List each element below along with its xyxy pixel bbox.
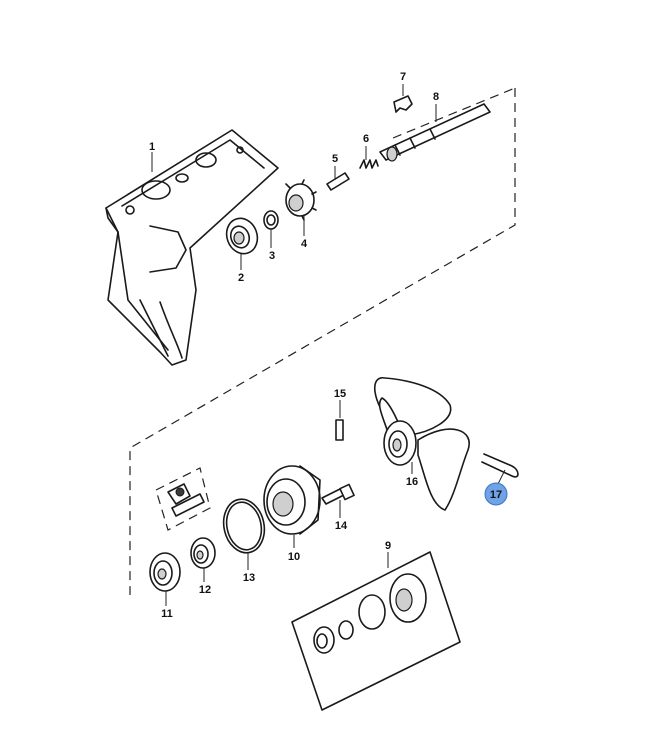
part-7-clip[interactable] xyxy=(393,95,413,113)
callout-4: 4 xyxy=(301,238,308,250)
part-17-cotter-pin[interactable] xyxy=(481,453,519,478)
part-12-bearing[interactable] xyxy=(190,537,216,569)
callout-17: 17 xyxy=(490,489,502,501)
callout-16: 16 xyxy=(406,476,418,488)
callout-13: 13 xyxy=(243,572,255,584)
callout-15: 15 xyxy=(334,388,346,400)
callout-11: 11 xyxy=(161,608,173,620)
part-4-pinion-gear[interactable] xyxy=(285,179,317,221)
callout-7: 7 xyxy=(400,71,406,83)
part-6-spring[interactable] xyxy=(359,159,379,169)
part-13-o-ring[interactable] xyxy=(219,495,269,556)
part-15-pin[interactable] xyxy=(335,419,344,441)
part-10-bearing-carrier[interactable] xyxy=(263,465,321,535)
callout-12: 12 xyxy=(199,584,211,596)
callout-9: 9 xyxy=(385,540,391,552)
part-11-bearing[interactable] xyxy=(149,552,181,592)
part-5-pin[interactable] xyxy=(326,172,350,191)
part-1-gear-housing[interactable] xyxy=(105,129,279,366)
callout-10: 10 xyxy=(288,551,300,563)
part-14-bolt[interactable] xyxy=(321,483,355,505)
leader-17 xyxy=(497,469,506,485)
assembly-boundary-dashed xyxy=(129,87,516,595)
callout-14: 14 xyxy=(335,520,348,532)
callout-3: 3 xyxy=(269,250,275,262)
callout-8: 8 xyxy=(433,91,439,103)
callout-1: 1 xyxy=(149,141,155,153)
callout-6: 6 xyxy=(363,133,369,145)
part-16-propeller[interactable] xyxy=(373,377,470,511)
callout-5: 5 xyxy=(332,153,338,165)
highlight-marker-17[interactable] xyxy=(484,482,508,506)
part-8-shaft[interactable] xyxy=(379,103,491,162)
part-2-bearing[interactable] xyxy=(222,214,263,258)
callout-2: 2 xyxy=(238,272,244,284)
part-9-kit[interactable] xyxy=(291,551,461,711)
part-3-shim[interactable] xyxy=(263,210,279,230)
shift-subassembly-box xyxy=(155,467,211,531)
